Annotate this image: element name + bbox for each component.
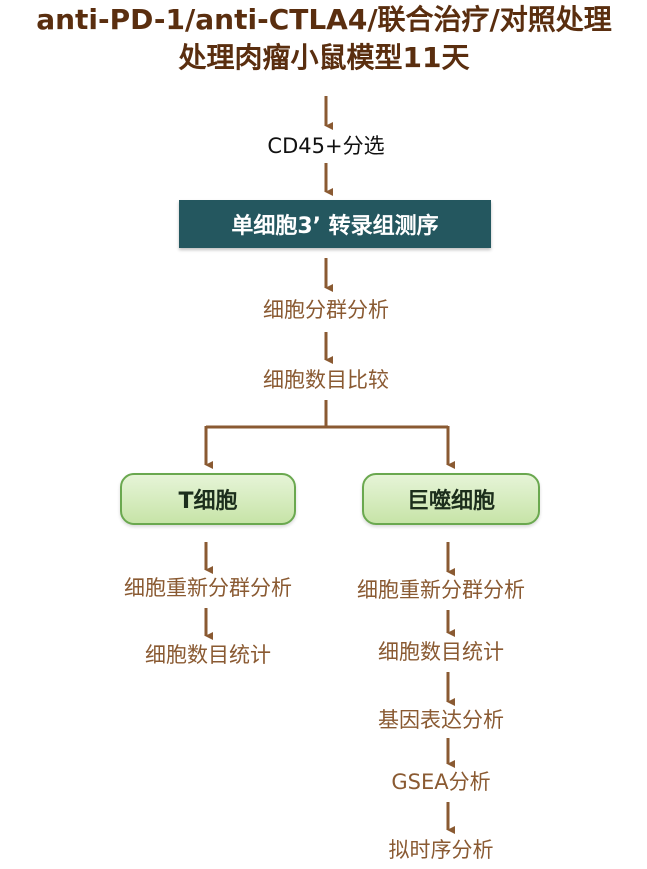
step-cell-count-comparison: 细胞数目比较 <box>263 368 389 392</box>
step-cd45-sorting: CD45+分选 <box>267 134 385 158</box>
macrophage-step-gsea: GSEA分析 <box>391 770 491 794</box>
macrophage-step-count: 细胞数目统计 <box>378 640 504 664</box>
macrophage-step-gene-expression: 基因表达分析 <box>378 708 504 732</box>
branch-macrophage: 巨噬细胞 <box>362 473 540 525</box>
t-cell-step-count: 细胞数目统计 <box>145 643 271 667</box>
step-sequencing-banner: 单细胞3’ 转录组测序 <box>179 200 491 248</box>
macrophage-step-recluster: 细胞重新分群分析 <box>357 578 525 602</box>
t-cell-step-recluster: 细胞重新分群分析 <box>124 576 292 600</box>
step-cell-clustering: 细胞分群分析 <box>263 298 389 322</box>
diagram-title-line-1: anti-PD-1/anti-CTLA4/联合治疗/对照处理 <box>36 3 612 36</box>
macrophage-step-pseudotime: 拟时序分析 <box>388 838 494 862</box>
branch-t-cell: T细胞 <box>120 473 296 525</box>
diagram-title-line-2: 处理肉瘤小鼠模型11天 <box>178 41 470 74</box>
